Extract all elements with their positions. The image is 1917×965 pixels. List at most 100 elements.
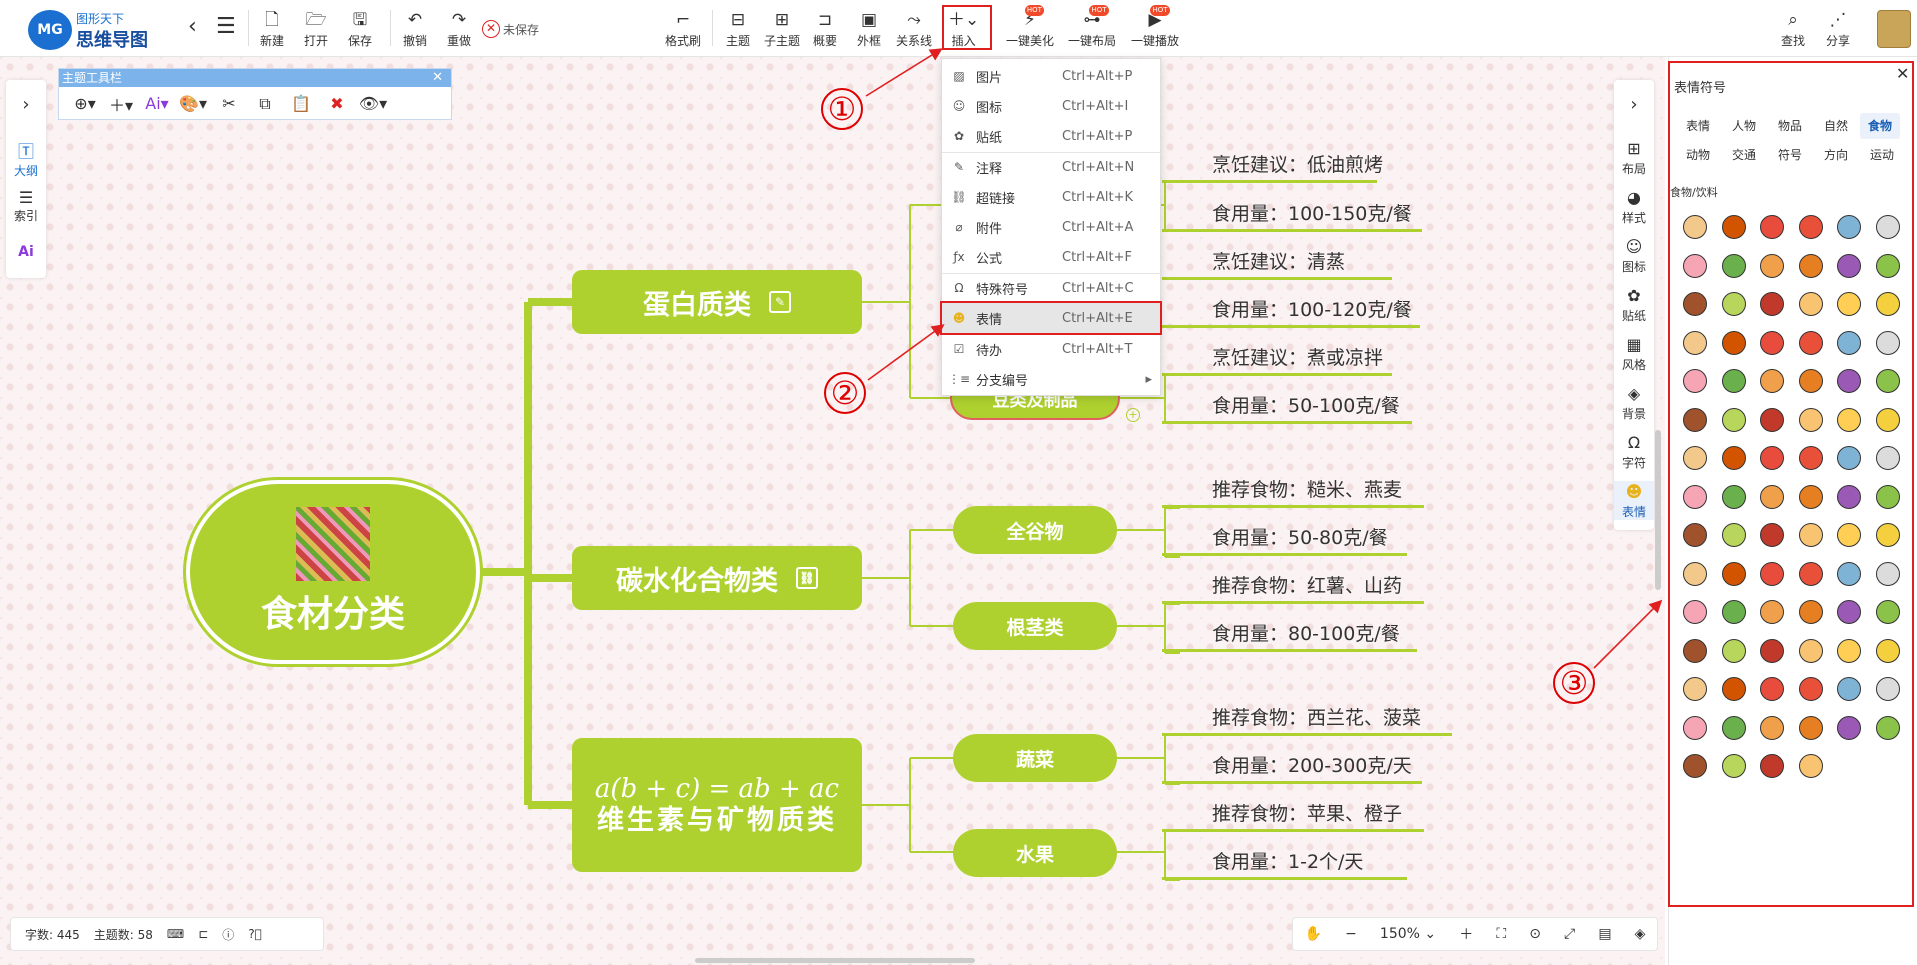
leaf-item[interactable]: 烹饪建议：煮或凉拌	[1212, 347, 1384, 369]
food-emoji-icon[interactable]	[1837, 677, 1861, 701]
food-emoji-icon[interactable]	[1798, 754, 1823, 778]
leaf-item[interactable]: 食用量：200-300克/天	[1212, 755, 1412, 777]
food-emoji-icon[interactable]	[1683, 330, 1707, 355]
food-emoji-icon[interactable]	[1798, 677, 1823, 701]
food-emoji-icon[interactable]	[1798, 253, 1823, 278]
food-emoji-icon[interactable]	[1798, 446, 1823, 470]
food-emoji-icon[interactable]	[1837, 484, 1861, 509]
food-emoji-icon[interactable]	[1875, 484, 1900, 509]
relation-button[interactable]: ⤳关系线	[896, 10, 933, 48]
food-emoji-icon[interactable]	[1798, 523, 1823, 547]
food-emoji-icon[interactable]	[1760, 407, 1784, 432]
food-emoji-icon[interactable]	[1875, 600, 1900, 624]
food-emoji-icon[interactable]	[1875, 369, 1900, 393]
food-emoji-icon[interactable]	[1760, 484, 1784, 509]
food-emoji-icon[interactable]	[1721, 561, 1746, 586]
food-emoji-icon[interactable]	[1837, 600, 1861, 624]
ai-button[interactable]: Ai	[18, 244, 34, 260]
expand-left-icon[interactable]: ›	[22, 94, 30, 115]
layout-tab[interactable]: ⊞布局	[1614, 138, 1654, 177]
food-emoji-icon[interactable]	[1760, 561, 1784, 586]
food-emoji-icon[interactable]	[1798, 330, 1823, 355]
emoji-tab[interactable]: ☻表情	[1614, 481, 1654, 520]
topic-vegetable[interactable]: 蔬菜	[953, 734, 1117, 782]
undo-button[interactable]: ↶撤销	[403, 10, 428, 48]
leaf-item[interactable]: 烹饪建议：低油煎烤	[1212, 154, 1384, 176]
ai-icon[interactable]: Ai▾	[145, 94, 169, 113]
food-emoji-icon[interactable]	[1760, 715, 1784, 740]
leaf-item[interactable]: 食用量：100-150克/餐	[1212, 203, 1412, 225]
category-tab[interactable]: 表情	[1685, 119, 1710, 133]
food-emoji-icon[interactable]	[1683, 754, 1707, 778]
format-brush-button[interactable]: ⌐格式刷	[665, 10, 702, 48]
leaf-item[interactable]: 推荐食物：糙米、燕麦	[1212, 479, 1403, 501]
food-emoji-icon[interactable]	[1875, 215, 1900, 239]
food-emoji-icon[interactable]	[1837, 407, 1861, 432]
hand-icon[interactable]: ✋	[1304, 926, 1322, 942]
food-emoji-icon[interactable]	[1721, 407, 1746, 432]
food-emoji-icon[interactable]	[1837, 292, 1861, 316]
food-emoji-icon[interactable]	[1875, 561, 1900, 586]
back-icon[interactable]: ‹	[188, 14, 197, 39]
zoom-in-icon[interactable]: ＋	[1459, 927, 1474, 943]
menu-icon[interactable]: ☰	[216, 14, 236, 39]
food-emoji-icon[interactable]	[1798, 600, 1823, 624]
food-emoji-icon[interactable]	[1683, 638, 1707, 663]
category-tab[interactable]: 符号	[1777, 148, 1802, 162]
add-child-icon[interactable]: +	[1126, 408, 1140, 422]
search-button[interactable]: ⌕查找	[1781, 10, 1806, 48]
food-emoji-icon[interactable]	[1683, 484, 1707, 509]
topic-vitamin[interactable]: a(b + c) = ab + ac 维生素与矿物质类	[572, 738, 862, 872]
topic-carb[interactable]: 碳水化合物类⛓	[572, 546, 862, 610]
food-emoji-icon[interactable]	[1721, 484, 1746, 509]
style-tab[interactable]: ◕样式	[1614, 187, 1654, 226]
leaf-item[interactable]: 烹饪建议：清蒸	[1212, 251, 1346, 273]
zoom-level[interactable]: 150% ⌄	[1379, 926, 1437, 942]
leaf-item[interactable]: 推荐食物：西兰花、菠菜	[1212, 707, 1422, 729]
scissors-icon[interactable]: ✂	[222, 94, 236, 113]
topic-protein[interactable]: 蛋白质类✎	[572, 270, 862, 334]
food-emoji-icon[interactable]	[1837, 638, 1861, 663]
plus-icon[interactable]: ＋▾	[108, 95, 134, 115]
fit-icon[interactable]: ⛶	[1496, 926, 1507, 942]
food-emoji-icon[interactable]	[1875, 292, 1900, 316]
center-icon[interactable]: ⊙	[1529, 926, 1541, 942]
leaf-item[interactable]: 食用量：100-120克/餐	[1212, 299, 1412, 321]
category-tab[interactable]: 自然	[1823, 119, 1848, 133]
food-emoji-icon[interactable]	[1683, 677, 1707, 701]
close-icon[interactable]: ✕	[1896, 64, 1910, 83]
delete-icon[interactable]: ✖	[330, 94, 344, 113]
map-icon[interactable]: ▤	[1598, 926, 1612, 942]
note-icon[interactable]: ✎	[769, 291, 791, 313]
food-emoji-icon[interactable]	[1683, 561, 1707, 586]
background-tab[interactable]: ◈背景	[1614, 383, 1654, 422]
food-emoji-icon[interactable]	[1721, 638, 1746, 663]
food-emoji-icon[interactable]	[1837, 215, 1861, 239]
fullscreen-icon[interactable]: ⤢	[1564, 926, 1576, 942]
food-emoji-icon[interactable]	[1837, 523, 1861, 547]
icon-tab[interactable]: ☺图标	[1614, 236, 1654, 275]
category-tab[interactable]: 动物	[1685, 148, 1710, 162]
category-tab[interactable]: 方向	[1823, 148, 1848, 162]
sticker-tab[interactable]: ✿贴纸	[1614, 285, 1654, 324]
central-topic[interactable]: 食材分类	[186, 480, 480, 664]
topic-whole-grain[interactable]: 全谷物	[953, 506, 1117, 554]
food-emoji-icon[interactable]	[1760, 638, 1784, 663]
food-emoji-icon[interactable]	[1721, 715, 1746, 740]
category-tab-active[interactable]: 食物	[1860, 113, 1900, 139]
leaf-item[interactable]: 食用量：80-100克/餐	[1212, 623, 1400, 645]
menu-item-branch-numbering[interactable]: ⋮≡分支编号▸	[942, 364, 1160, 394]
food-emoji-icon[interactable]	[1721, 215, 1746, 239]
layout-icon[interactable]: ⊏	[198, 927, 209, 941]
food-emoji-icon[interactable]	[1721, 369, 1746, 393]
food-emoji-icon[interactable]	[1875, 446, 1900, 470]
